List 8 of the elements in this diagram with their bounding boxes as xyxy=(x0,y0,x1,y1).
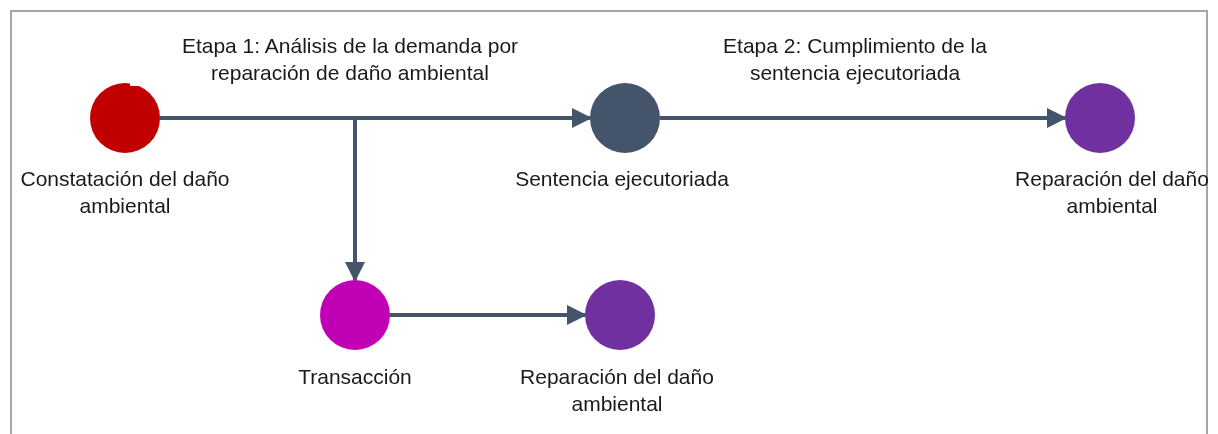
arrow xyxy=(660,108,1067,128)
node-caption: Reparación del daño ambiental xyxy=(1014,166,1210,219)
node-caption: Reparación del daño ambiental xyxy=(519,364,715,417)
arrow xyxy=(160,116,365,282)
node-caption: Sentencia ejecutoriada xyxy=(514,166,730,192)
arrow xyxy=(390,305,587,325)
node-caption: Transacción xyxy=(297,364,413,390)
node-caption: Constatación del daño ambiental xyxy=(19,166,231,219)
